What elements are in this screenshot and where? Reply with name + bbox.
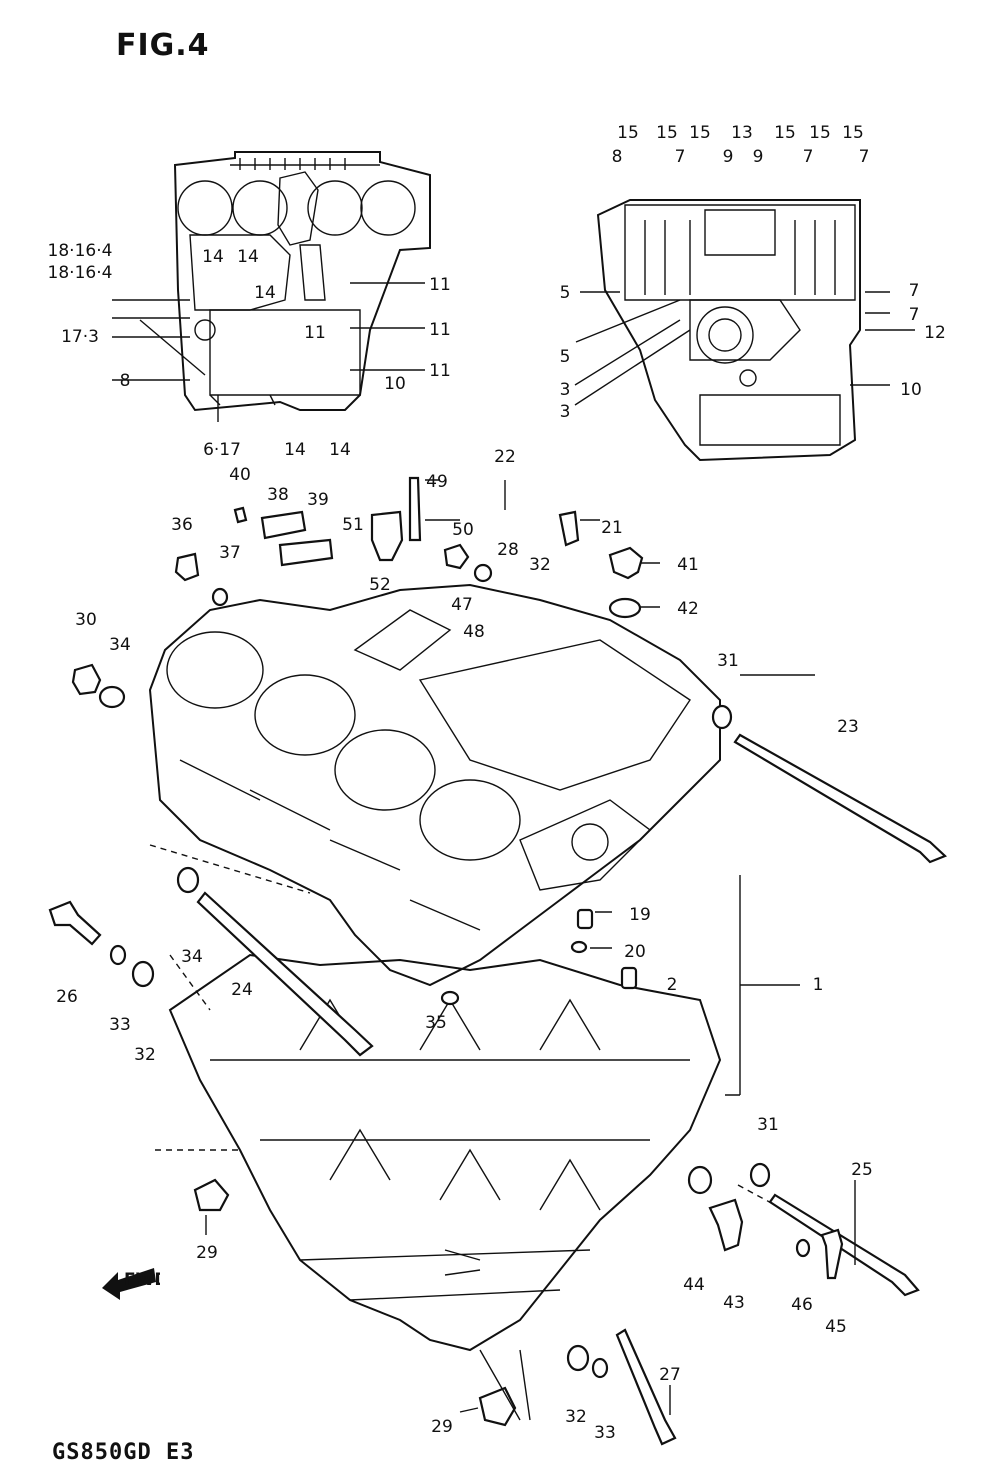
callout-15f: 15	[842, 123, 864, 143]
callout-10b: 10	[384, 374, 406, 394]
callout-30: 30	[75, 610, 97, 630]
callout-24: 24	[231, 980, 253, 1000]
callout-49: 49	[426, 472, 448, 492]
callout-51: 51	[342, 515, 364, 535]
model-code: GS850GD E3	[52, 1440, 195, 1465]
callout-21: 21	[601, 518, 623, 538]
callout-13: 13	[731, 123, 753, 143]
callout-173: 17·3	[61, 327, 99, 347]
callout-34b: 34	[181, 947, 203, 967]
callout-7b: 7	[803, 147, 814, 167]
callout-26: 26	[56, 987, 78, 1007]
callout-29a: 29	[196, 1243, 218, 1263]
callout-12: 12	[924, 323, 946, 343]
figure-title: FIG.4	[116, 28, 210, 63]
callout-9a: 9	[723, 147, 734, 167]
callout-7d: 7	[909, 281, 920, 301]
callout-50: 50	[452, 520, 474, 540]
callout-27: 27	[659, 1365, 681, 1385]
callout-52: 52	[369, 575, 391, 595]
callout-32a: 32	[529, 555, 551, 575]
callout-14d: 14	[284, 440, 306, 460]
lower-crankcase	[168, 953, 722, 1352]
callout-44: 44	[683, 1275, 705, 1295]
callout-31b: 31	[757, 1115, 779, 1135]
callout-19: 19	[629, 905, 651, 925]
callout-40: 40	[229, 465, 251, 485]
inset-top-right	[596, 199, 861, 462]
callout-14b: 14	[237, 247, 259, 267]
callout-11d: 11	[429, 361, 451, 381]
callout-9b: 9	[753, 147, 764, 167]
callout-20: 20	[624, 942, 646, 962]
upper-crankcase	[148, 583, 721, 987]
callout-14c: 14	[254, 283, 276, 303]
fwd-label: FWD	[124, 1270, 160, 1290]
callout-41: 41	[677, 555, 699, 575]
callout-31a: 31	[717, 651, 739, 671]
callout-48: 48	[463, 622, 485, 642]
callout-15d: 15	[774, 123, 796, 143]
leader-lines	[112, 282, 915, 1421]
inset-top-left	[173, 151, 431, 412]
callout-22: 22	[494, 447, 516, 467]
callout-36: 36	[171, 515, 193, 535]
callout-617: 6·17	[203, 440, 241, 460]
callout-35: 35	[425, 1013, 447, 1033]
forward-arrow-icon: FWD	[102, 1268, 160, 1300]
callout-32b: 32	[134, 1045, 156, 1065]
callout-8a: 8	[612, 147, 623, 167]
callout-23: 23	[837, 717, 859, 737]
callout-11a: 11	[429, 275, 451, 295]
callout-32c: 32	[565, 1407, 587, 1427]
callout-7a: 7	[675, 147, 686, 167]
callout-47: 47	[451, 595, 473, 615]
callout-34a: 34	[109, 635, 131, 655]
callout-7e: 7	[909, 305, 920, 325]
callout-2: 2	[667, 975, 678, 995]
callout-15a: 15	[617, 123, 639, 143]
dashed-guides	[149, 844, 776, 1206]
callout-5b: 5	[560, 347, 571, 367]
callout-8b: 8	[120, 371, 131, 391]
callout-1864b: 18·16·4	[48, 263, 113, 283]
callout-11c: 11	[429, 320, 451, 340]
callout-14a: 14	[202, 247, 224, 267]
callout-3b: 3	[560, 402, 571, 422]
callout-33a: 33	[109, 1015, 131, 1035]
callout-25: 25	[851, 1160, 873, 1180]
callout-5a: 5	[560, 283, 571, 303]
callout-28: 28	[497, 540, 519, 560]
callout-1864a: 18·16·4	[48, 241, 113, 261]
callout-7c: 7	[859, 147, 870, 167]
callout-3a: 3	[560, 380, 571, 400]
callout-15e: 15	[809, 123, 831, 143]
callout-1: 1	[813, 975, 824, 995]
callout-14e: 14	[329, 440, 351, 460]
callout-38: 38	[267, 485, 289, 505]
callout-11b: 11	[304, 323, 326, 343]
callout-29b: 29	[431, 1417, 453, 1437]
callout-15b: 15	[656, 123, 678, 143]
callout-43: 43	[723, 1293, 745, 1313]
callout-46: 46	[791, 1295, 813, 1315]
callout-45: 45	[825, 1317, 847, 1337]
callout-42: 42	[677, 599, 699, 619]
callout-10a: 10	[900, 380, 922, 400]
callout-39: 39	[307, 490, 329, 510]
callout-15c: 15	[689, 123, 711, 143]
callout-33b: 33	[594, 1423, 616, 1443]
callout-37: 37	[219, 543, 241, 563]
